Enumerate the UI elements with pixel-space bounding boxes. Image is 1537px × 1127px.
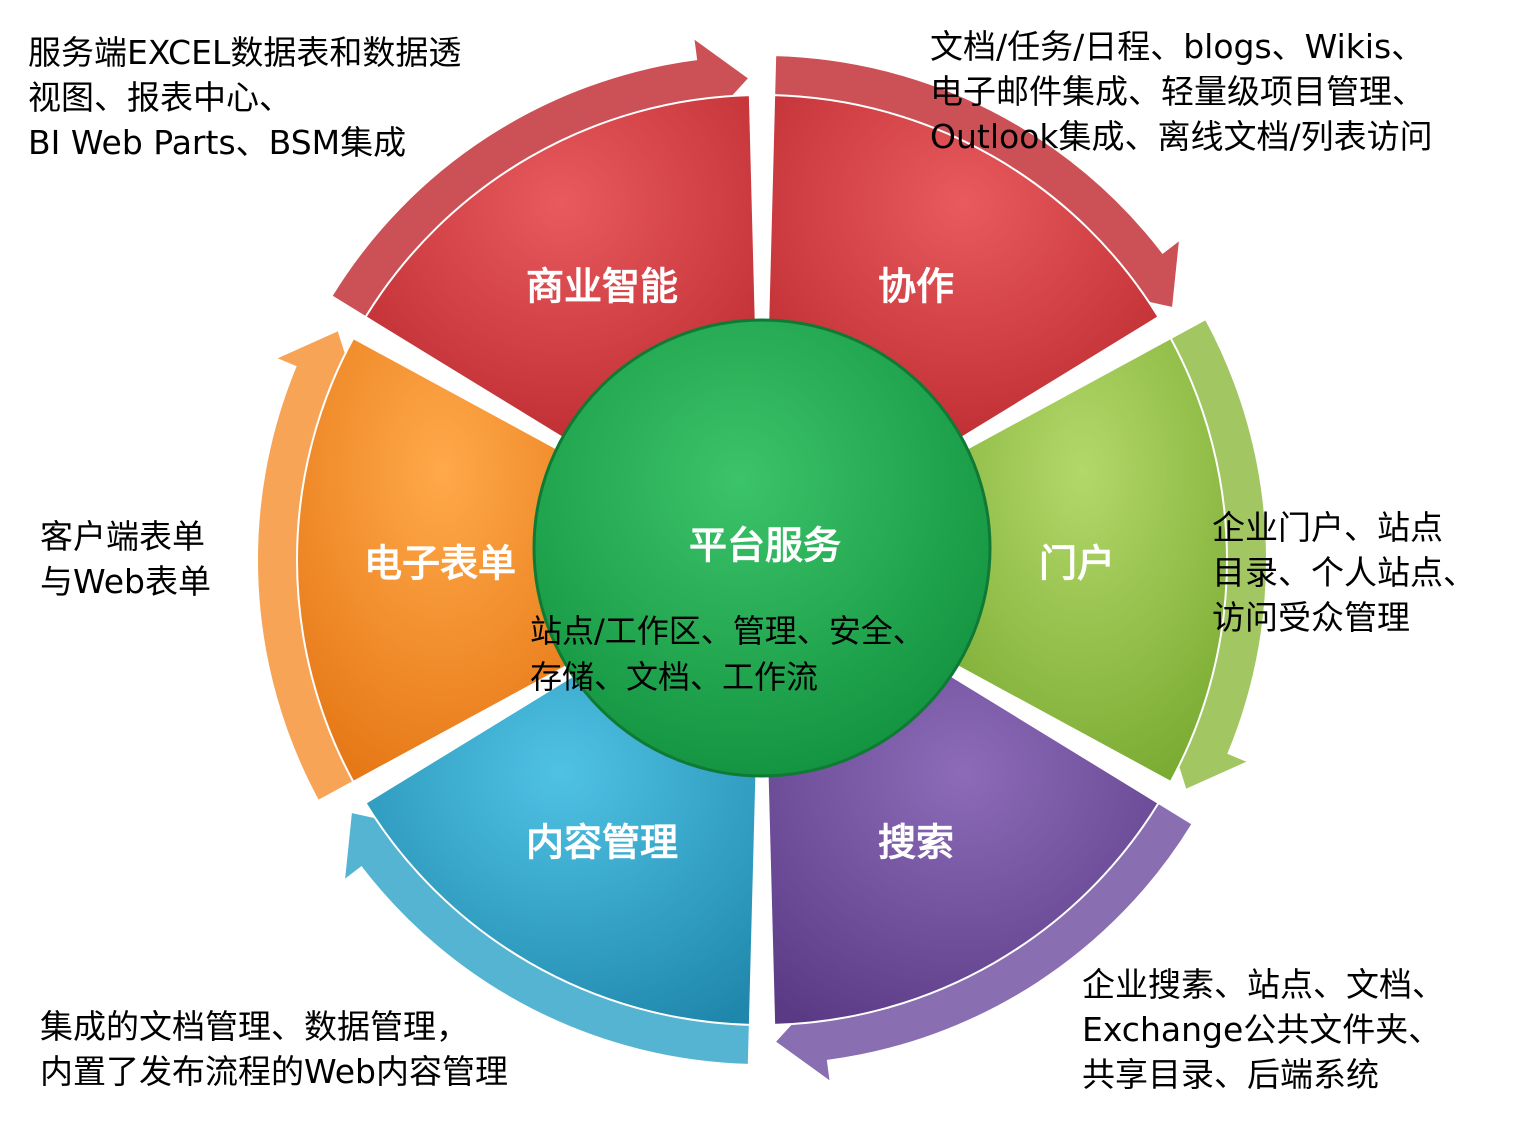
center-description-line-2: 存储、文档、工作流 [530,658,819,696]
description-content: 集成的文档管理、数据管理， 内置了发布流程的Web内容管理 [40,1004,508,1094]
segment-label-forms: 电子表单 [364,542,516,586]
description-content-line-1: 集成的文档管理、数据管理， [40,1007,469,1046]
center-circle [532,318,992,778]
description-forms-line-1: 客户端表单 [40,517,205,556]
description-forms-line-2: 与Web表单 [40,562,211,601]
description-portal-line-3: 访问受众管理 [1212,598,1410,637]
description-bi-line-1: 服务端EXCEL数据表和数据透 [28,33,462,72]
description-search: 企业搜素、站点、文档、 Exchange公共文件夹、 共享目录、后端系统 [1082,962,1445,1097]
description-search-line-3: 共享目录、后端系统 [1082,1055,1379,1094]
center-title: 平台服务 [689,524,841,568]
description-content-line-2: 内置了发布流程的Web内容管理 [40,1052,508,1091]
segment-label-search: 搜索 [878,821,954,865]
segment-label-portal: 门户 [1039,542,1115,586]
description-collab-line-3: Outlook集成、离线文档/列表访问 [930,117,1433,156]
description-collab-line-2: 电子邮件集成、轻量级项目管理、 [930,72,1425,111]
description-bi-line-3: BI Web Parts、BSM集成 [28,123,407,162]
description-portal: 企业门户、站点 目录、个人站点、 访问受众管理 [1212,505,1476,640]
description-search-line-1: 企业搜素、站点、文档、 [1082,965,1445,1004]
center-description: 站点/工作区、管理、安全、 存储、文档、工作流 [530,608,925,700]
description-forms: 客户端表单 与Web表单 [40,514,211,604]
description-bi: 服务端EXCEL数据表和数据透 视图、报表中心、 BI Web Parts、BS… [28,30,461,165]
center-description-line-1: 站点/工作区、管理、安全、 [530,612,925,650]
description-collab-line-1: 文档/任务/日程、blogs、Wikis、 [930,27,1425,66]
segment-label-bi: 商业智能 [526,265,678,309]
description-search-line-2: Exchange公共文件夹、 [1082,1010,1442,1049]
arrow-ring [256,35,1268,1085]
segment-label-content: 内容管理 [526,821,678,865]
description-collab: 文档/任务/日程、blogs、Wikis、 电子邮件集成、轻量级项目管理、 Ou… [930,24,1433,159]
description-portal-line-2: 目录、个人站点、 [1212,553,1476,592]
description-bi-line-2: 视图、报表中心、 [28,78,292,117]
description-portal-line-1: 企业门户、站点 [1212,508,1443,547]
segment-label-collab: 协作 [878,265,954,309]
